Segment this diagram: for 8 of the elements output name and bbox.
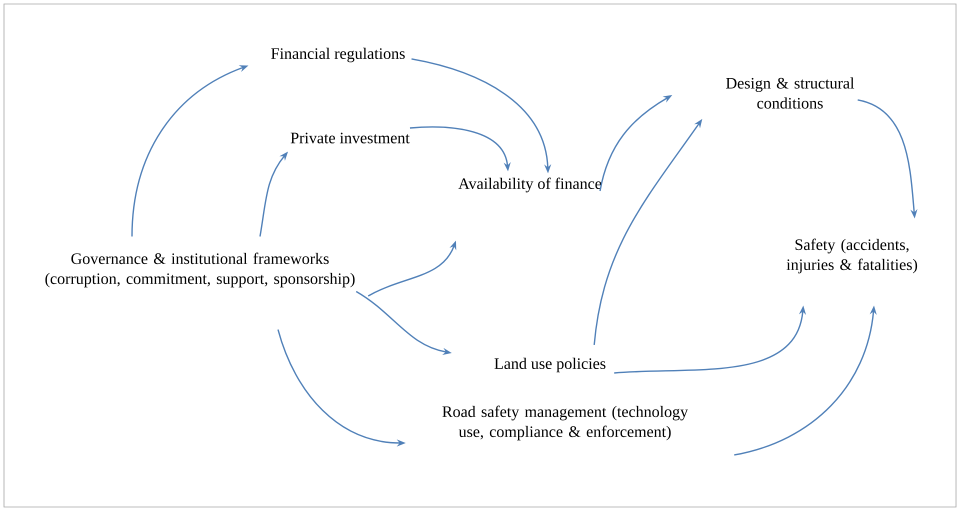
node-label: Private investment bbox=[290, 132, 410, 144]
node-label: Governance & institutional frameworks (corruption, commitment, support, sponsorship) bbox=[45, 252, 355, 288]
node-label: Safety (accidents, injuries & fatalities) bbox=[786, 238, 918, 274]
node-label: Design & structural conditions bbox=[726, 77, 854, 109]
node-label: Financial regulations bbox=[271, 48, 405, 62]
node-label: Availability of finance bbox=[458, 178, 602, 192]
node-label: Land use policies bbox=[494, 358, 606, 372]
node-label: Road safety management (technology use, compliance & enforcement) bbox=[442, 406, 688, 440]
